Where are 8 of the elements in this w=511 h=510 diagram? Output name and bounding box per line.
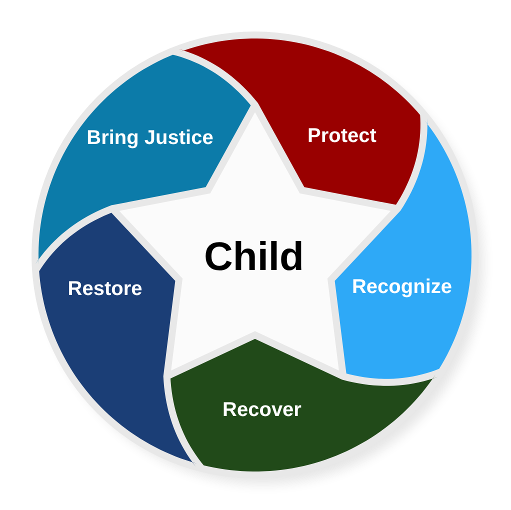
segment-label: Restore — [68, 279, 142, 299]
pinwheel-segment — [39, 212, 198, 467]
segment-label: Recover — [222, 400, 302, 420]
pinwheel-segment — [170, 338, 438, 472]
segment-label: Bring Justice — [86, 128, 214, 148]
segment-label: Recognize — [352, 277, 452, 297]
center-label: Child — [204, 237, 304, 277]
segment-label: Protect — [308, 126, 376, 146]
